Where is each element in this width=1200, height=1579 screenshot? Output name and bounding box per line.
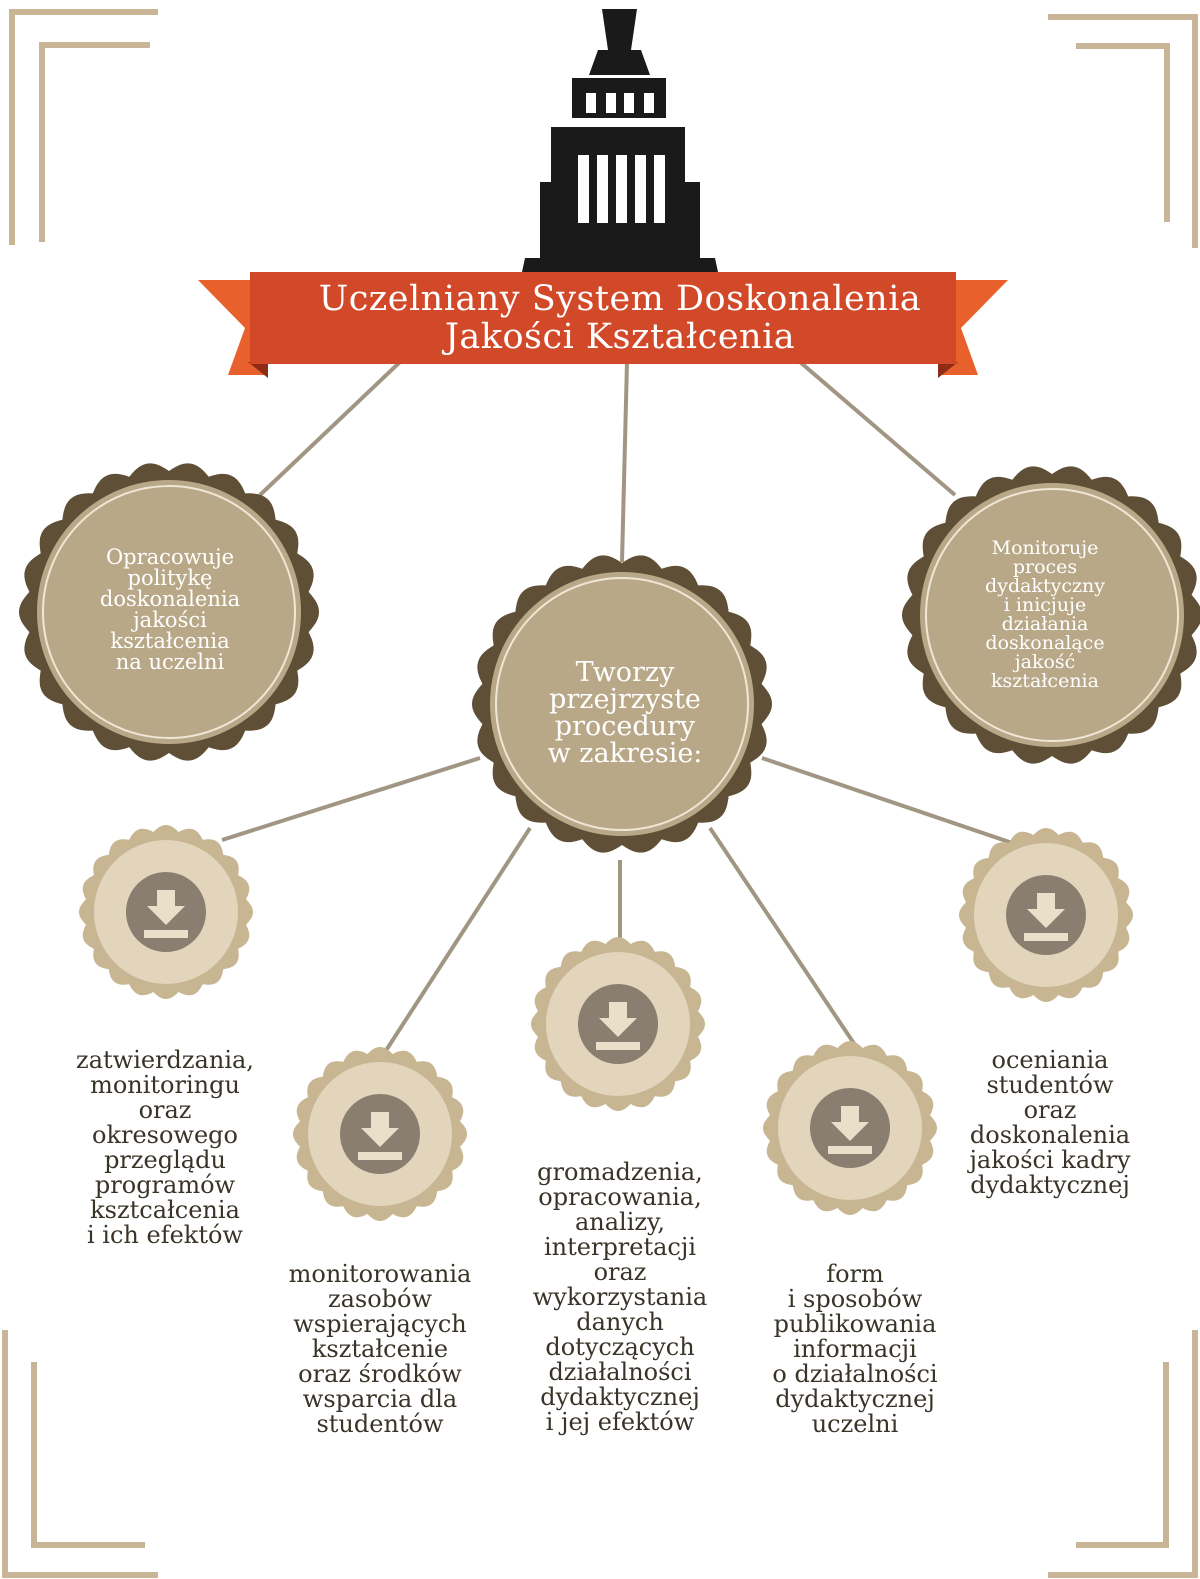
caption-line: oraz środków (298, 1360, 462, 1388)
caption-line: studentów (986, 1071, 1114, 1099)
page-title: Uczelniany System Doskonalenia Jakości K… (300, 280, 940, 356)
circle-center-line: Tworzy (575, 657, 675, 688)
circle-right-line: Monitoruje (991, 537, 1099, 559)
procedure-caption-2: monitorowania zasobów wspierających kszt… (270, 1262, 490, 1437)
caption-line: okresowego (92, 1121, 238, 1149)
caption-line: oraz (138, 1096, 192, 1124)
circle-right-line: i inicjuje (1003, 594, 1087, 616)
caption-line: i sposobów (787, 1285, 923, 1313)
caption-line: dotyczących (545, 1333, 695, 1361)
title-line-1: Uczelniany System Doskonalenia (318, 279, 922, 319)
caption-line: ksztcałcenia (90, 1196, 240, 1224)
caption-line: jakości kadry (969, 1146, 1131, 1174)
download-tray (144, 930, 188, 938)
circle-right-line: działania (1001, 613, 1089, 635)
caption-line: wsparcia dla (302, 1385, 458, 1413)
procedure-caption-4: form i sposobów publikowania informacji … (745, 1262, 965, 1437)
badge-left-ring (42, 485, 296, 739)
caption-line: analizy, (574, 1208, 666, 1236)
download-arrow (831, 1106, 869, 1141)
circle-left-line: jakości (133, 608, 207, 632)
badge-right-fill (920, 483, 1184, 747)
caption-line: o działalności (772, 1360, 938, 1388)
circle-right-line: jakość (1014, 651, 1076, 673)
corner-frame-bottom-right (1048, 1330, 1198, 1578)
download-arrow (1027, 893, 1065, 928)
caption-line: dydaktycznej (970, 1171, 1130, 1199)
procedure-caption-5: oceniania studentów oraz doskonalenia ja… (945, 1048, 1155, 1198)
circle-center-line: w zakresie: (547, 738, 703, 769)
procedure-caption-1: zatwierdzania, monitoringu oraz okresowe… (60, 1048, 270, 1248)
download-tray (596, 1042, 640, 1050)
badge-left-fill (37, 480, 301, 744)
building-icon (522, 9, 718, 272)
caption-line: wspierających (293, 1310, 467, 1338)
caption-line: studentów (316, 1410, 444, 1438)
caption-line: publikowania (773, 1310, 937, 1338)
circle-right-text: Monitoruje proces dydaktyczny i inicjuje… (955, 520, 1135, 710)
circle-left-line: doskonalenia (99, 587, 241, 611)
caption-line: wykorzystania (532, 1283, 708, 1311)
circle-center-line: przejrzyste (549, 684, 701, 715)
corner-frame-bottom-left (2, 1330, 158, 1578)
corner-frame-top-right (1048, 14, 1198, 248)
title-line-2: Jakości Kształcenia (444, 317, 796, 357)
caption-line: gromadzenia, (537, 1158, 703, 1186)
caption-line: dydaktycznej (775, 1385, 935, 1413)
download-arrow (361, 1112, 399, 1147)
caption-line: zatwierdzania, (76, 1046, 254, 1074)
download-tray (828, 1146, 872, 1154)
badges-layer (19, 463, 1200, 1221)
caption-line: zasobów (327, 1285, 433, 1313)
connector-lines (221, 360, 1019, 1054)
circle-right-line: dydaktyczny (985, 575, 1105, 597)
procedure-caption-3: gromadzenia, opracowania, analizy, inter… (505, 1160, 735, 1435)
caption-line: oraz (1023, 1096, 1077, 1124)
caption-line: kształcenie (311, 1335, 449, 1363)
caption-line: oceniania (991, 1046, 1109, 1074)
circle-left-line: politykę (127, 566, 213, 590)
circle-left-line: Opracowuje (105, 545, 235, 569)
circle-center-line: procedury (554, 711, 696, 742)
caption-line: działalności (548, 1358, 692, 1386)
download-tray (1024, 933, 1068, 941)
circle-right-line: kształcenia (991, 670, 1099, 692)
caption-line: monitorowania (288, 1260, 472, 1288)
caption-line: interpretacji (543, 1233, 696, 1261)
caption-line: danych (576, 1308, 664, 1336)
caption-line: monitoringu (90, 1071, 240, 1099)
caption-line: dydaktycznej (540, 1383, 700, 1411)
badge-right-ring (925, 488, 1179, 742)
download-arrow (147, 890, 185, 925)
caption-line: oraz (593, 1258, 647, 1286)
circle-left-line: na uczelni (115, 650, 225, 674)
download-arrow (599, 1002, 637, 1037)
badge-center-ring (495, 577, 749, 831)
caption-line: informacji (793, 1335, 917, 1363)
caption-line: przeglądu (104, 1146, 226, 1174)
circle-left-text: Opracowuje politykę doskonalenia jakości… (70, 535, 270, 685)
download-tray (358, 1152, 402, 1160)
caption-line: form (826, 1260, 884, 1288)
caption-line: opracowania, (538, 1183, 702, 1211)
circle-right-line: proces (1012, 556, 1078, 578)
circle-right-line: doskonalące (985, 632, 1105, 654)
building-windows (578, 93, 665, 223)
caption-line: i ich efektów (87, 1221, 243, 1249)
corner-frame-top-left (9, 9, 158, 245)
title-ribbon (198, 272, 1008, 378)
caption-line: uczelni (811, 1410, 899, 1438)
caption-line: doskonalenia (969, 1121, 1131, 1149)
circle-center-text: Tworzy przejrzyste procedury w zakresie: (515, 648, 735, 778)
caption-line: programów (94, 1171, 236, 1199)
badge-center-fill (490, 572, 754, 836)
circle-left-line: kształcenia (110, 629, 230, 653)
caption-line: i jej efektów (545, 1408, 695, 1436)
